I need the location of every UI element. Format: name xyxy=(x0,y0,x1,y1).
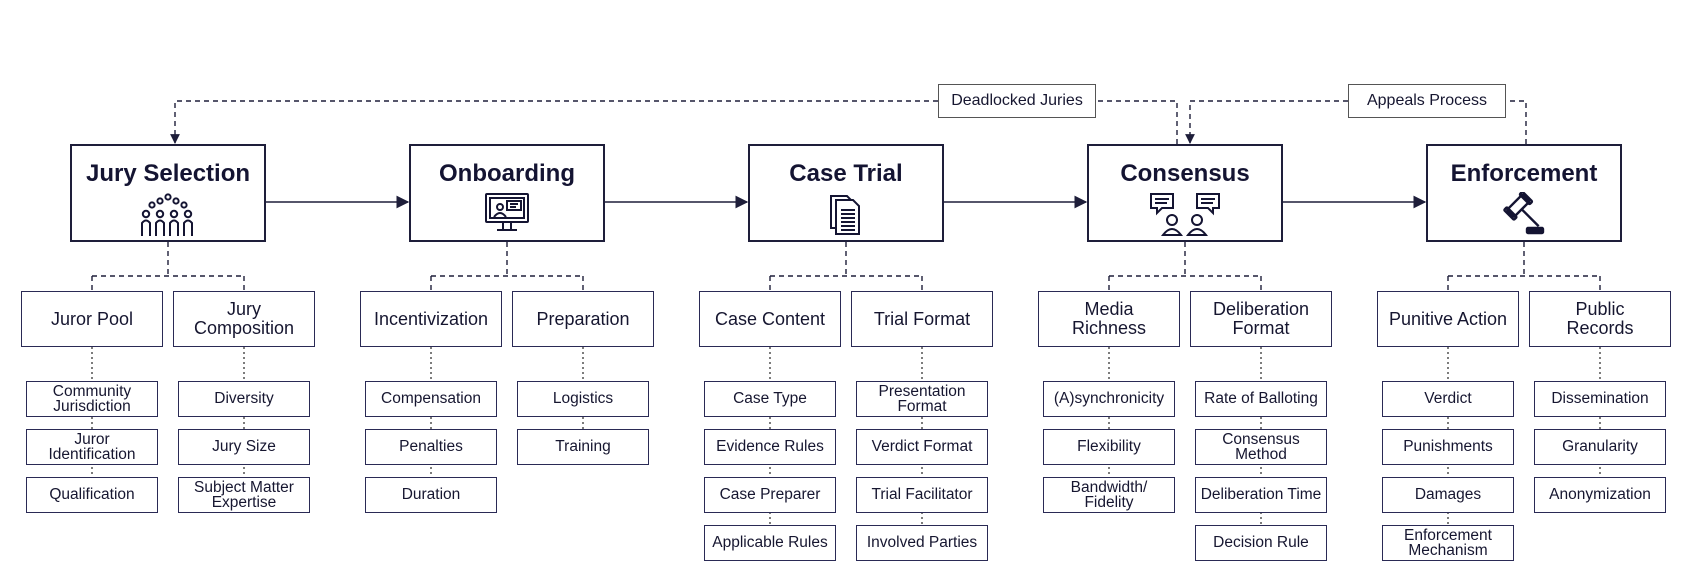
deadlocked-juries-label: Deadlocked Juries xyxy=(938,84,1096,118)
leaf-involved-parties: Involved Parties xyxy=(856,525,988,561)
leaf-compensation: Compensation xyxy=(365,381,497,417)
leaf-penalties: Penalties xyxy=(365,429,497,465)
leaf-enforcement-mechanism: Enforcement Mechanism xyxy=(1382,525,1514,561)
leaf-duration: Duration xyxy=(365,477,497,513)
leaf-granularity: Granularity xyxy=(1534,429,1666,465)
leaf-dissemination: Dissemination xyxy=(1534,381,1666,417)
stage-title: Jury Selection xyxy=(85,160,251,187)
category-juror-pool: Juror Pool xyxy=(21,291,163,347)
leaf-training: Training xyxy=(517,429,649,465)
documents-icon xyxy=(827,192,865,241)
leaf-trial-facilitator: Trial Facilitator xyxy=(856,477,988,513)
leaf-flexibility: Flexibility xyxy=(1043,429,1175,465)
stage-title: Case Trial xyxy=(789,160,903,187)
gavel-icon xyxy=(1501,190,1547,241)
leaf-consensus-method: Consensus Method xyxy=(1195,429,1327,465)
leaf-verdict-format: Verdict Format xyxy=(856,429,988,465)
leaf-deliberation-time: Deliberation Time xyxy=(1195,477,1327,513)
leaf-rate-of-balloting: Rate of Balloting xyxy=(1195,381,1327,417)
leaf-diversity: Diversity xyxy=(178,381,310,417)
leaf-juror-identification: Juror Identification xyxy=(26,429,158,465)
stage-jury-selection: Jury Selection xyxy=(70,144,266,242)
stage-case-trial: Case Trial xyxy=(748,144,944,242)
leaf-verdict: Verdict xyxy=(1382,381,1514,417)
category-incentivization: Incentivization xyxy=(360,291,502,347)
leaf-subject-matter-expertise: Subject Matter Expertise xyxy=(178,477,310,513)
leaf-community-jurisdiction: Community Jurisdiction xyxy=(26,381,158,417)
category-preparation: Preparation xyxy=(512,291,654,347)
discussion-icon xyxy=(1148,192,1222,241)
appeals-process-label: Appeals Process xyxy=(1348,84,1506,118)
leaf-jury-size: Jury Size xyxy=(178,429,310,465)
stage-title: Consensus xyxy=(1120,160,1250,187)
stage-consensus: Consensus xyxy=(1087,144,1283,242)
leaf-case-type: Case Type xyxy=(704,381,836,417)
stage-title: Onboarding xyxy=(439,160,575,187)
category-public-records: Public Records xyxy=(1529,291,1671,347)
leaf-punishments: Punishments xyxy=(1382,429,1514,465)
category-media-richness: Media Richness xyxy=(1038,291,1180,347)
category-jury-composition: Jury Composition xyxy=(173,291,315,347)
leaf-decision-rule: Decision Rule xyxy=(1195,525,1327,561)
leaf-presentation-format: Presentation Format xyxy=(856,381,988,417)
jury-group-icon xyxy=(138,192,198,243)
leaf-logistics: Logistics xyxy=(517,381,649,417)
stage-enforcement: Enforcement xyxy=(1426,144,1622,242)
leaf-anonymization: Anonymization xyxy=(1534,477,1666,513)
leaf-a-synchronicity: (A)synchronicity xyxy=(1043,381,1175,417)
leaf-bandwidth-fidelity: Bandwidth/ Fidelity xyxy=(1043,477,1175,513)
monitor-presentation-icon xyxy=(483,192,531,239)
leaf-applicable-rules: Applicable Rules xyxy=(704,525,836,561)
category-deliberation-format: Deliberation Format xyxy=(1190,291,1332,347)
stage-onboarding: Onboarding xyxy=(409,144,605,242)
stage-title: Enforcement xyxy=(1450,160,1598,187)
category-punitive-action: Punitive Action xyxy=(1377,291,1519,347)
category-trial-format: Trial Format xyxy=(851,291,993,347)
leaf-qualification: Qualification xyxy=(26,477,158,513)
leaf-evidence-rules: Evidence Rules xyxy=(704,429,836,465)
category-case-content: Case Content xyxy=(699,291,841,347)
leaf-case-preparer: Case Preparer xyxy=(704,477,836,513)
leaf-damages: Damages xyxy=(1382,477,1514,513)
